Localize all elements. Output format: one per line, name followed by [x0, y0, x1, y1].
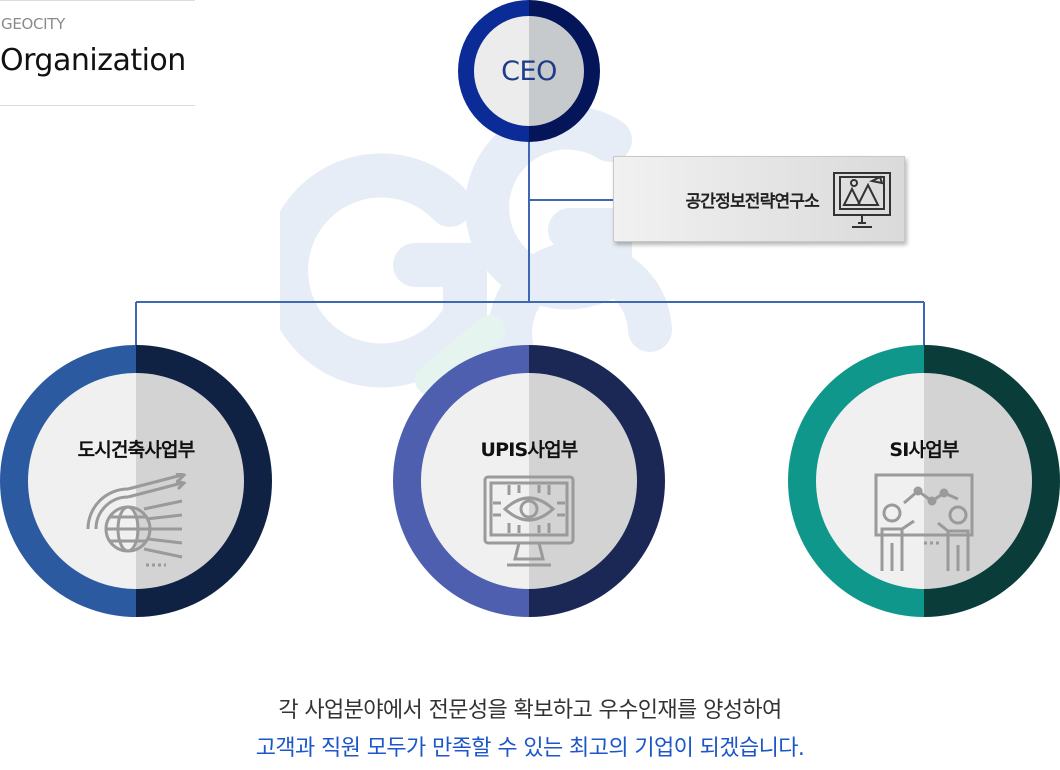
page-header: GEOCITY Organization [0, 0, 195, 106]
ceo-label: CEO [501, 55, 557, 87]
division-label: 도시건축사업부 [77, 439, 196, 461]
ceo-node: CEO [458, 0, 600, 142]
presentation-team-icon [874, 473, 974, 571]
blueprint-monitor-icon [833, 172, 891, 228]
division-label: SI사업부 [889, 439, 959, 461]
eye-monitor-icon [483, 475, 575, 567]
globe-data-icon [86, 473, 186, 567]
research-lab-label: 공간정보전략연구소 [685, 192, 819, 212]
slogan-line-2: 고객과 직원 모두가 만족할 수 있는 최고의 기업이 되겠습니다. [255, 736, 805, 761]
division-upis: UPIS사업부 [393, 345, 665, 617]
slogan-line-1: 각 사업분야에서 전문성을 확보하고 우수인재를 양성하여 [278, 698, 782, 723]
division-urban-architecture: 도시건축사업부 [0, 345, 272, 617]
division-label: UPIS사업부 [480, 439, 579, 461]
brand-label: GEOCITY [1, 15, 66, 33]
research-lab-node: 공간정보전략연구소 [613, 156, 905, 242]
division-si: SI사업부 [788, 345, 1060, 617]
page-title: Organization [0, 43, 186, 78]
